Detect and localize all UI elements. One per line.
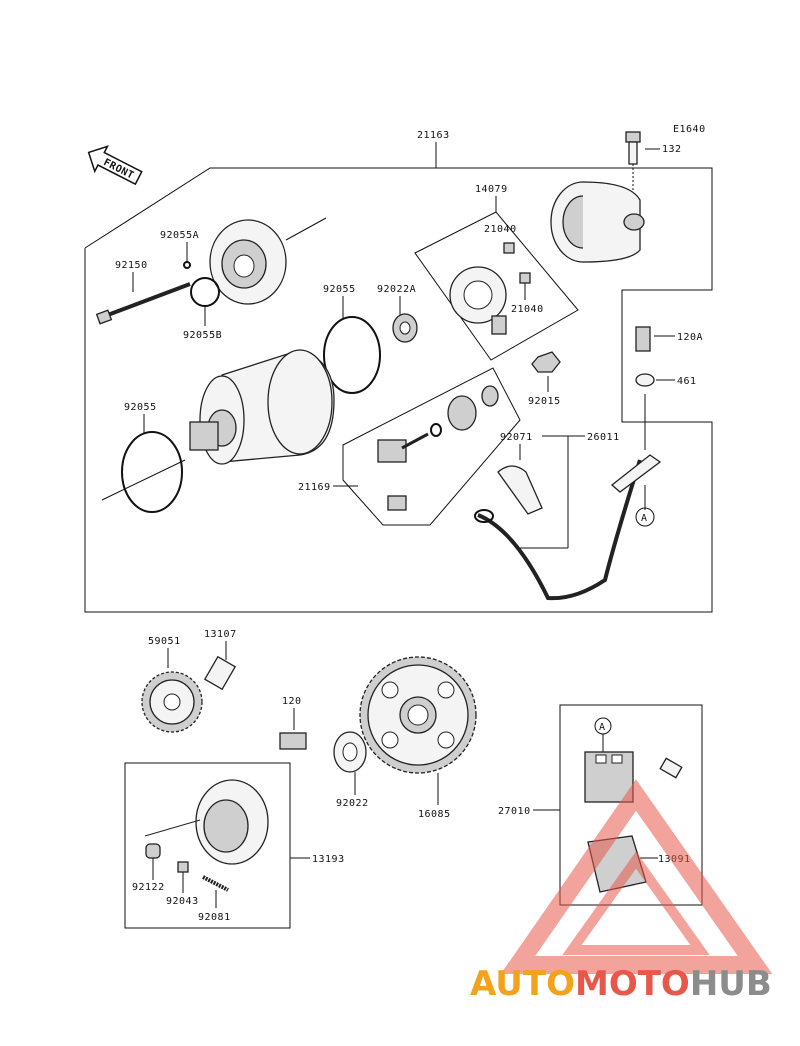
part-label-461: 461 xyxy=(677,376,697,387)
part-label-92022A: 92022A xyxy=(377,284,416,295)
part-label-13193: 13193 xyxy=(312,854,345,865)
part-label-120A: 120A xyxy=(677,332,703,343)
terminal-assembly-box xyxy=(342,367,521,526)
roller-92122-icon xyxy=(145,843,161,859)
part-label-59051: 59051 xyxy=(148,636,181,647)
rear-cover-icon xyxy=(550,181,645,263)
part-label-92055-b: 92055 xyxy=(124,402,157,413)
part-label-92043: 92043 xyxy=(166,896,199,907)
part-label-14079: 14079 xyxy=(475,184,508,195)
part-label-21040-a: 21040 xyxy=(484,224,517,235)
part-label-92015: 92015 xyxy=(528,396,561,407)
bolt-120-icon xyxy=(279,732,307,750)
part-label-21163: 21163 xyxy=(417,130,450,141)
oring-92055-a xyxy=(323,316,381,394)
shaft-13107-icon xyxy=(203,655,237,691)
part-label-21040-b: 21040 xyxy=(511,304,544,315)
callout-a-label: A xyxy=(641,513,648,524)
starter-relay-27010-icon xyxy=(584,751,634,803)
long-bolt-92150-icon xyxy=(95,282,191,325)
watermark-hub: HUB xyxy=(690,964,772,1004)
part-label-26011: 26011 xyxy=(587,432,620,443)
part-label-92055-a: 92055 xyxy=(323,284,356,295)
gear-59051-icon xyxy=(141,671,203,733)
front-arrow-icon: FRONT xyxy=(87,145,143,186)
pin-92043-icon xyxy=(177,861,189,873)
brush-plate-icon xyxy=(449,266,507,335)
part-label-92071: 92071 xyxy=(500,432,533,443)
relay-box xyxy=(559,704,703,906)
watermark-logo xyxy=(500,779,773,974)
motor-body-icon xyxy=(189,349,335,465)
spring-92081-icon xyxy=(202,875,229,892)
watermark-moto: MOTO xyxy=(575,964,690,1004)
bolt-132-icon xyxy=(625,131,641,165)
part-label-21169: 21169 xyxy=(298,482,331,493)
part-label-132: 132 xyxy=(662,144,682,155)
part-label-120: 120 xyxy=(282,696,302,707)
part-label-16085: 16085 xyxy=(418,809,451,820)
part-label-92055B: 92055B xyxy=(183,330,222,341)
terminal-parts-icon xyxy=(377,385,499,511)
washer-92022-icon xyxy=(333,731,367,773)
brush-assembly-box xyxy=(414,211,579,361)
part-label-92150: 92150 xyxy=(115,260,148,271)
nut-92015-icon xyxy=(531,351,561,373)
part-label-27010: 27010 xyxy=(498,806,531,817)
bolt-120A-icon xyxy=(635,326,651,352)
assembly-boundary-21163 xyxy=(84,167,713,613)
starter-cable-26011-icon xyxy=(474,454,662,601)
oring-92055-b xyxy=(121,431,183,513)
part-label-92055A: 92055A xyxy=(160,230,199,241)
callout-a-circle xyxy=(635,507,655,527)
starter-clutch-box xyxy=(124,762,291,929)
part-label-92122: 92122 xyxy=(132,882,165,893)
gear-16085-icon xyxy=(359,656,477,774)
front-cover-icon xyxy=(209,219,287,305)
diagram-code: E1640 xyxy=(673,124,706,135)
boot-92071-icon xyxy=(497,465,543,515)
watermark-auto: AUTO xyxy=(470,964,575,1004)
part-label-13107: 13107 xyxy=(204,629,237,640)
washer-461-icon xyxy=(635,373,655,387)
part-label-92022: 92022 xyxy=(336,798,369,809)
washer-92022A-icon xyxy=(392,313,418,343)
oring-92055B xyxy=(190,277,220,307)
part-label-92081: 92081 xyxy=(198,912,231,923)
starter-clutch-icon xyxy=(144,779,269,865)
fuse-icon xyxy=(659,757,683,779)
callout-a2-label: A xyxy=(599,722,606,733)
watermark-text: AUTOMOTOHUB xyxy=(470,964,772,1004)
